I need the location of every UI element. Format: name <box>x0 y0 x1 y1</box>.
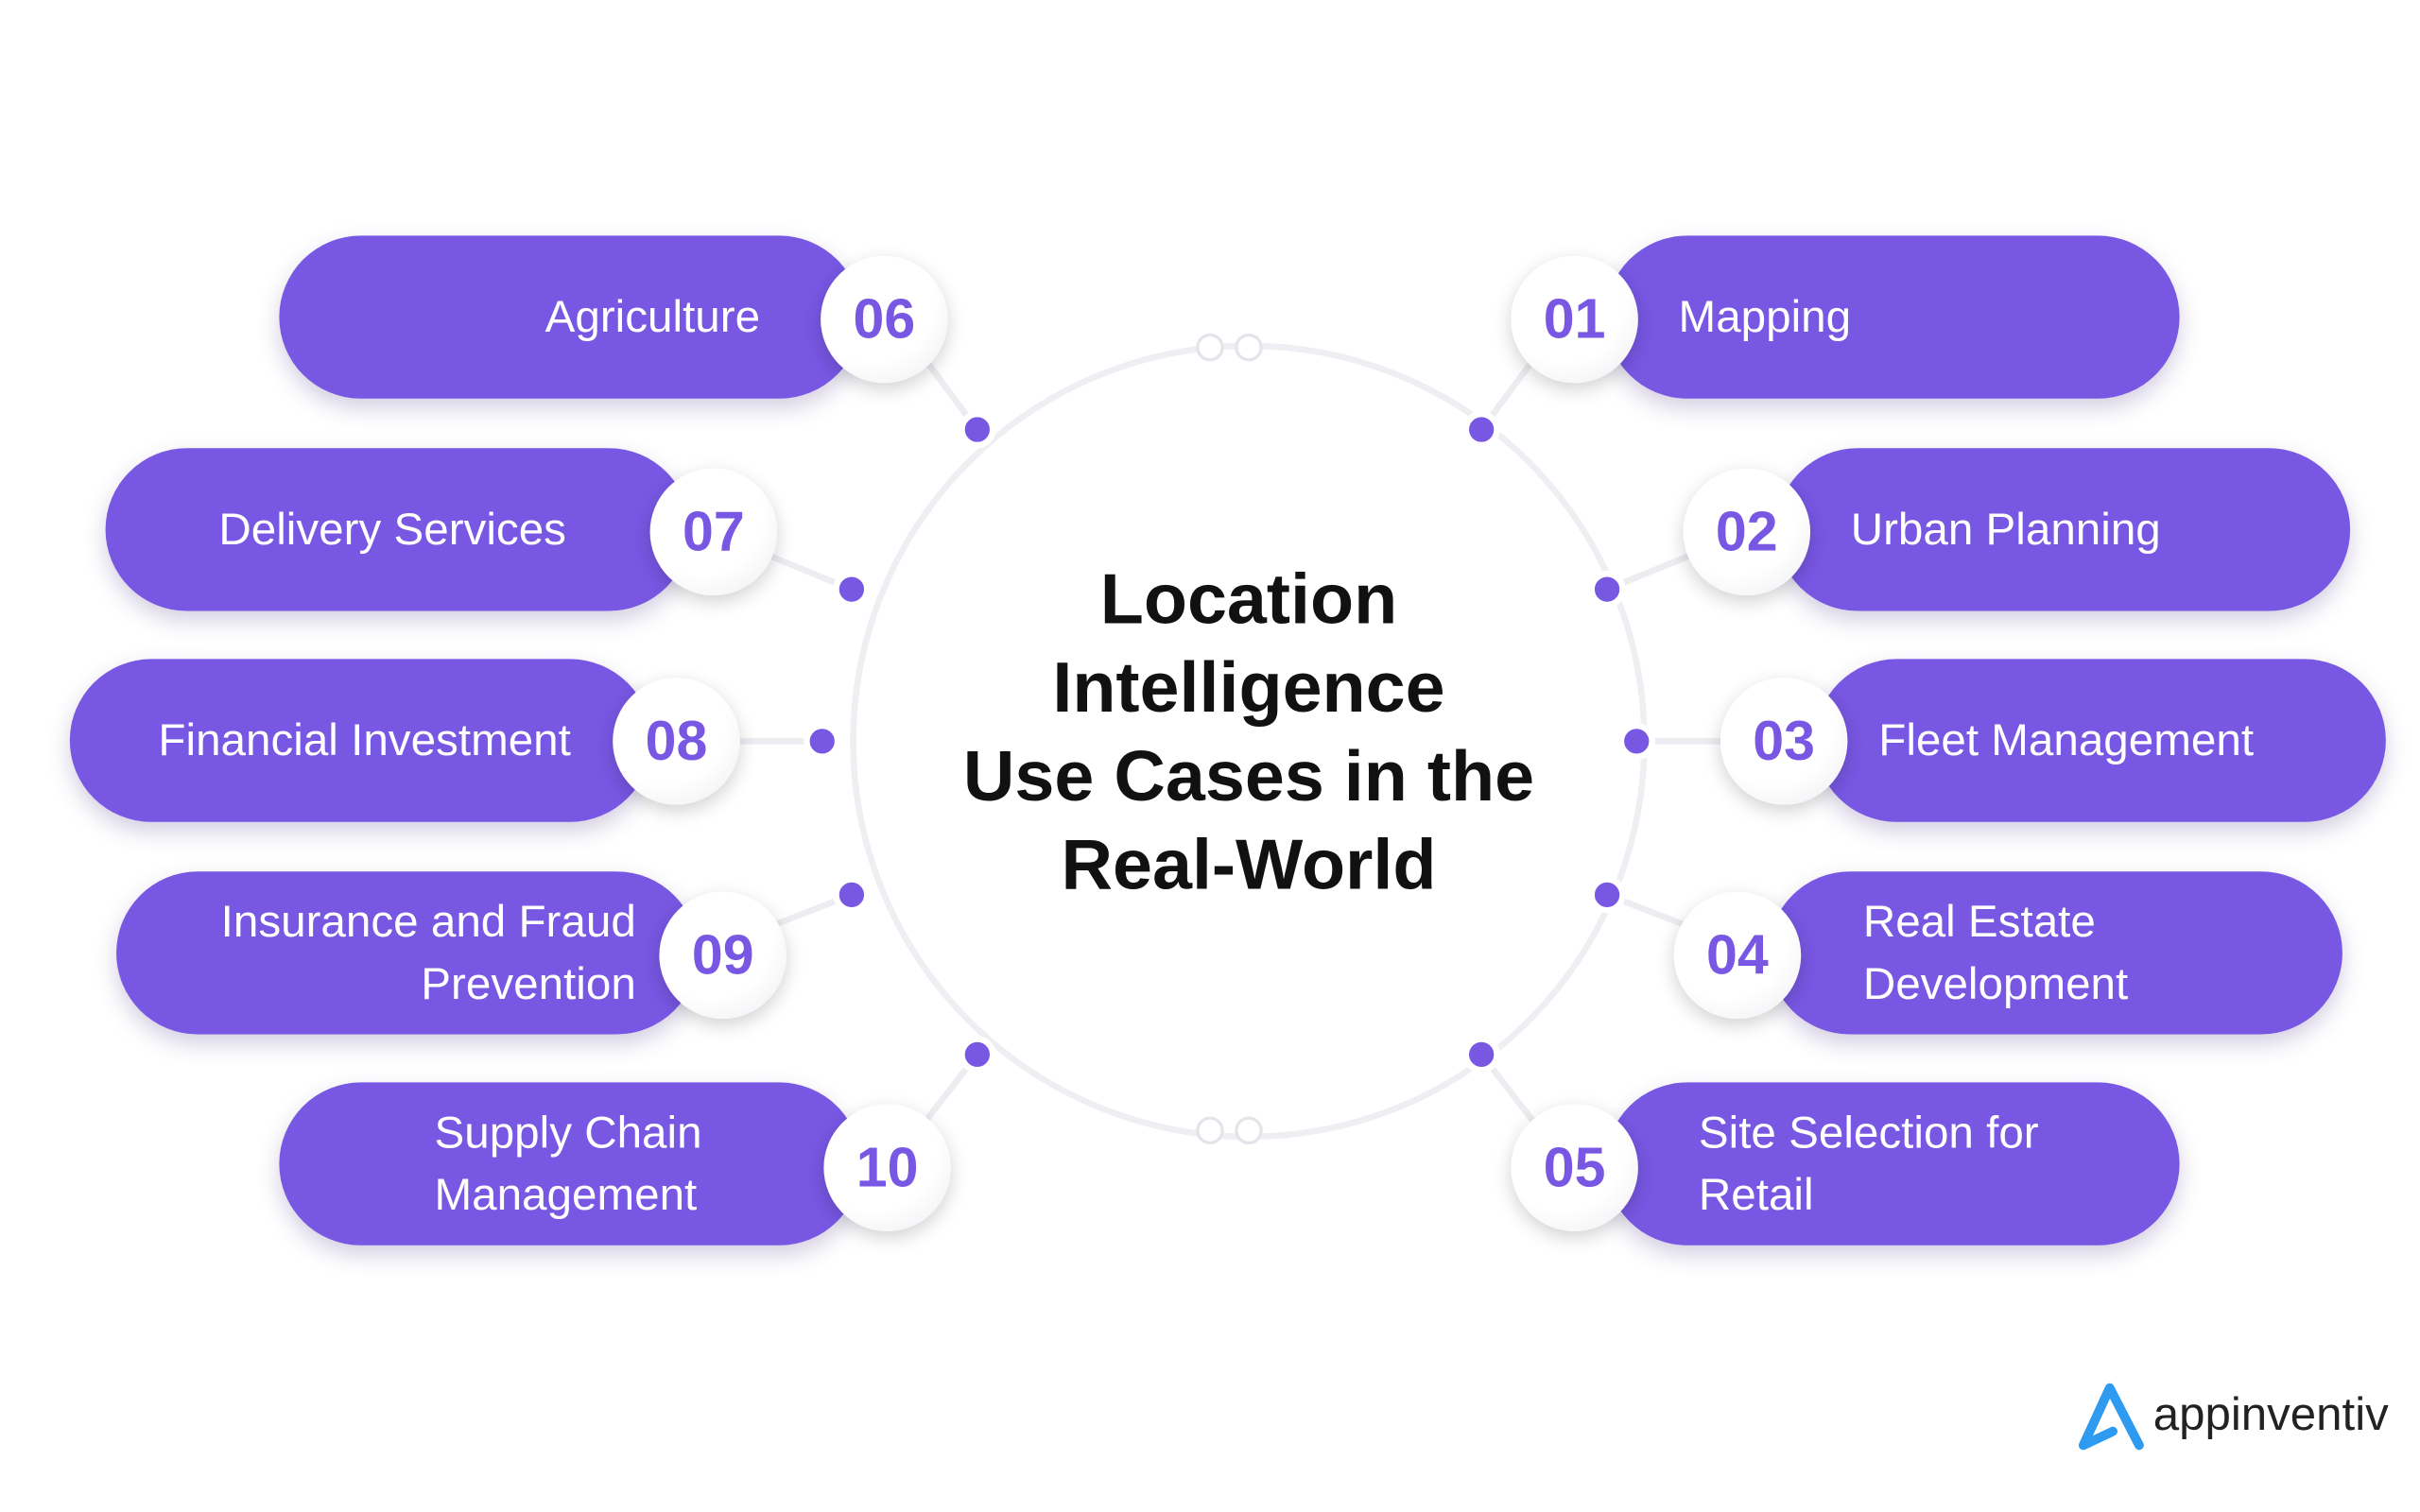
title-line: Intelligence <box>1052 646 1445 728</box>
connector-dot <box>804 722 841 761</box>
connector-dot <box>1588 876 1626 914</box>
use-case-number: 08 <box>613 678 740 805</box>
logo-text: appinventiv <box>2152 1389 2389 1441</box>
connector-dot <box>959 410 996 449</box>
use-case-insurance-fraud: Insurance and Fraud Prevention <box>116 871 699 1035</box>
use-case-label: Insurance and Fraud Prevention <box>220 897 636 1009</box>
use-case-delivery-services: Delivery Services <box>105 448 691 611</box>
use-case-agriculture: Agriculture <box>279 235 861 399</box>
connector-dot <box>833 570 871 609</box>
title-line: Location <box>1099 558 1398 640</box>
use-case-label: Agriculture <box>544 292 761 342</box>
use-case-number: 02 <box>1683 468 1811 596</box>
use-case-label: Financial Investment <box>158 715 571 765</box>
use-case-financial-investment: Financial Investment <box>69 659 652 822</box>
use-case-number: 07 <box>649 468 778 596</box>
use-case-mapping: Mapping <box>1605 235 2180 399</box>
use-case-number: 10 <box>823 1104 951 1231</box>
use-case-label: Urban Planning <box>1850 505 2161 555</box>
page-title: Location Intelligence Use Cases in the R… <box>900 555 1598 908</box>
connector-dot <box>833 876 871 914</box>
use-case-label: Real Estate Development <box>1862 897 2129 1009</box>
use-case-supply-chain: Supply Chain Management <box>279 1082 861 1246</box>
connector-dot <box>959 1036 996 1074</box>
use-case-number: 01 <box>1511 255 1638 384</box>
title-line: Use Cases in the <box>962 734 1535 816</box>
use-case-label: Supply Chain Management <box>434 1108 702 1220</box>
use-case-number: 06 <box>821 255 948 384</box>
connector-dot <box>1617 722 1655 761</box>
appinventiv-logo: appinventiv <box>2076 1380 2389 1451</box>
connector-dot <box>1462 1036 1500 1074</box>
use-case-number: 09 <box>659 891 786 1020</box>
connector-dot <box>1462 410 1500 449</box>
logo-mark-icon <box>2078 1383 2144 1451</box>
use-case-label: Fleet Management <box>1878 715 2255 765</box>
title-line: Real-World <box>1061 823 1437 904</box>
connector-dot <box>1588 570 1626 609</box>
use-case-number: 04 <box>1673 891 1802 1020</box>
use-case-label: Mapping <box>1678 292 1852 342</box>
use-case-fleet-management: Fleet Management <box>1814 659 2386 822</box>
use-case-number: 03 <box>1720 678 1848 805</box>
use-case-label: Site Selection for Retail <box>1698 1108 2039 1220</box>
use-case-number: 05 <box>1511 1104 1638 1231</box>
use-case-real-estate: Real Estate Development <box>1768 871 2342 1035</box>
use-case-label: Delivery Services <box>218 505 566 555</box>
use-case-site-selection: Site Selection for Retail <box>1605 1082 2180 1246</box>
use-case-urban-planning: Urban Planning <box>1775 448 2351 611</box>
